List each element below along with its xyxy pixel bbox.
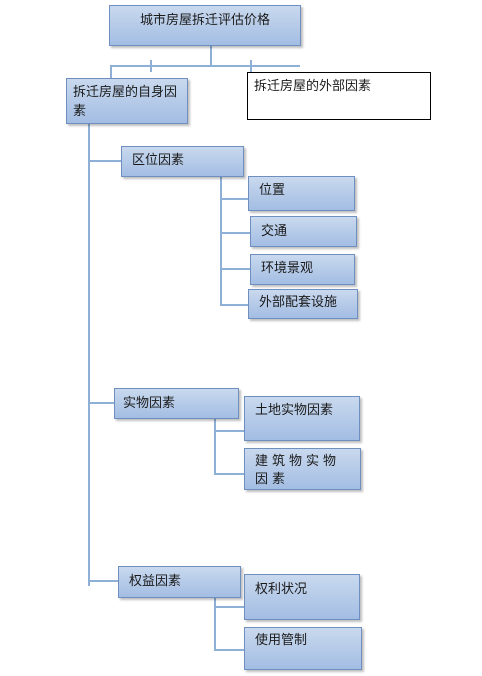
connector-line [88,402,114,404]
connector-line [150,60,152,72]
connector-line [110,65,112,79]
connector-line [214,418,216,474]
connector-line [88,160,121,162]
connector-line [110,65,300,67]
physical-item: 土地实物因素 [244,396,360,441]
location-item: 环境景观 [250,254,355,285]
root-node: 城市房屋拆迁评估价格 [109,5,301,46]
connector-line [250,60,252,72]
internal-factors-node: 拆迁房屋的自身因素 [66,78,188,124]
connector-line [220,268,250,270]
connector-line [210,46,212,66]
connector-line [220,176,222,306]
connector-line [214,598,216,650]
physical-item: 建筑物实物因素 [244,448,361,490]
connector-line [214,606,244,608]
rights-item: 权利状况 [244,574,360,620]
connector-line [220,304,248,306]
location-item: 外部配套设施 [248,289,358,319]
connector-line [88,124,90,586]
external-factors-node: 拆迁房屋的外部因素 [247,72,431,120]
connector-line [214,649,244,651]
connector-line [220,198,248,200]
location-factors-node: 区位因素 [121,146,244,177]
physical-factors-node: 实物因素 [114,388,239,419]
connector-line [214,473,244,475]
location-item: 位置 [248,176,355,211]
connector-line [220,232,250,234]
rights-item: 使用管制 [244,627,362,670]
rights-factors-node: 权益因素 [118,566,241,598]
location-item: 交通 [250,216,357,247]
connector-line [88,580,118,582]
connector-line [214,430,244,432]
